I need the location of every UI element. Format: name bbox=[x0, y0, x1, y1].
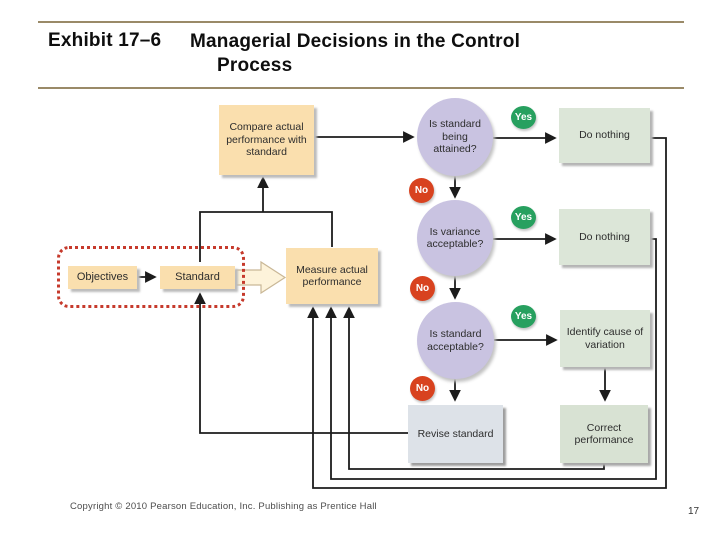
node-correct-performance: Correct performance bbox=[560, 405, 648, 463]
decision-is-standard-attained-label: Is standard being attained? bbox=[429, 118, 481, 156]
node-measure-performance-label: Measure actual performance bbox=[296, 263, 368, 288]
connector-inputs-bus bbox=[199, 211, 333, 262]
node-revise-standard-label: Revise standard bbox=[417, 427, 494, 440]
block-arrow-standard-to-measure bbox=[235, 260, 287, 295]
decision-is-standard-acceptable: Is standard acceptable? bbox=[417, 302, 494, 379]
decision-is-variance-acceptable-label: Is variance acceptable? bbox=[426, 225, 484, 250]
slide-title: Managerial Decisions in the Control Proc… bbox=[190, 30, 520, 78]
node-correct-performance-label: Correct performance bbox=[574, 421, 634, 446]
node-identify-cause-label: Identify cause of variation bbox=[566, 326, 644, 351]
objectives-standard-frame bbox=[57, 246, 245, 308]
footer-copyright: Copyright © 2010 Pearson Education, Inc.… bbox=[70, 501, 377, 512]
node-objectives: Objectives bbox=[68, 266, 137, 289]
node-revise-standard: Revise standard bbox=[408, 405, 503, 463]
page-number: 17 bbox=[688, 506, 700, 517]
node-compare-performance-label: Compare actual performance with standard bbox=[226, 121, 307, 159]
node-do-nothing-top-label: Do nothing bbox=[579, 129, 630, 142]
no-badge-variance: No bbox=[410, 276, 435, 301]
bottom-rule bbox=[38, 87, 684, 89]
top-rule bbox=[38, 21, 684, 23]
yes-badge-acceptable: Yes bbox=[511, 305, 536, 328]
node-measure-performance: Measure actual performance bbox=[286, 248, 378, 304]
node-do-nothing-top: Do nothing bbox=[559, 108, 650, 163]
slide-title-line1: Managerial Decisions in the Control bbox=[190, 31, 521, 52]
connector-do-nothing2-loop-to-measure bbox=[325, 238, 657, 480]
connector-do-nothing1-loop-to-measure bbox=[307, 137, 667, 489]
no-badge-acceptable: No bbox=[410, 376, 435, 401]
node-compare-performance: Compare actual performance with standard bbox=[219, 105, 314, 175]
node-standard: Standard bbox=[160, 266, 235, 289]
yes-badge-variance: Yes bbox=[511, 206, 536, 229]
node-standard-label: Standard bbox=[175, 271, 220, 284]
node-identify-cause: Identify cause of variation bbox=[560, 310, 650, 367]
decision-is-variance-acceptable: Is variance acceptable? bbox=[417, 200, 493, 276]
slide-title-line2: Process bbox=[217, 54, 293, 76]
connector-correct-loop-to-measure bbox=[343, 306, 605, 470]
no-badge-attained: No bbox=[409, 178, 434, 203]
exhibit-label: Exhibit 17–6 bbox=[48, 30, 162, 51]
node-do-nothing-mid: Do nothing bbox=[559, 209, 650, 265]
yes-badge-attained: Yes bbox=[511, 106, 536, 129]
node-do-nothing-mid-label: Do nothing bbox=[579, 230, 630, 243]
connector-revise-to-standard bbox=[194, 292, 408, 434]
decision-is-standard-acceptable-label: Is standard acceptable? bbox=[427, 328, 484, 353]
decision-is-standard-attained: Is standard being attained? bbox=[417, 98, 493, 176]
node-objectives-label: Objectives bbox=[76, 271, 129, 284]
